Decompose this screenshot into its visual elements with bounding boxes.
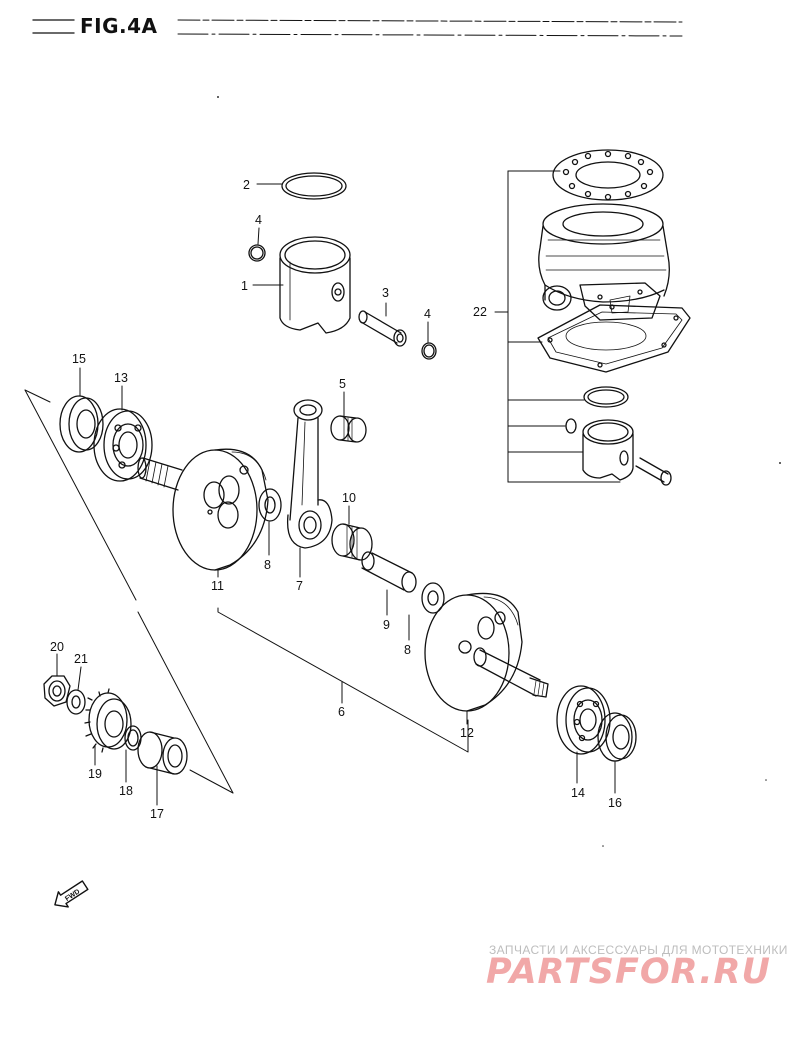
callout-13: 13	[114, 371, 128, 385]
crankshaft-right-half	[424, 592, 523, 712]
callout-19: 19	[88, 767, 102, 781]
callout-22: 22	[473, 305, 487, 319]
lock-washer	[66, 689, 86, 715]
scan-specks	[217, 96, 781, 847]
figure-title: FIG.4A	[80, 14, 158, 38]
oil-seal-right	[597, 712, 637, 762]
callout-1: 1	[241, 279, 248, 293]
assembly-frame	[24, 389, 469, 794]
callout-10: 10	[342, 491, 356, 505]
small-end-bearing	[330, 415, 367, 443]
callout-9: 9	[383, 618, 390, 632]
callout-17: 17	[150, 807, 164, 821]
callout-7: 7	[296, 579, 303, 593]
crankshaft-left-shaft	[137, 457, 183, 491]
callout-14: 14	[571, 786, 585, 800]
cylinder	[538, 203, 670, 321]
thrust-washer-right	[421, 582, 445, 614]
callout-4-lower: 4	[424, 307, 431, 321]
callout-11: 11	[211, 579, 224, 593]
callout-21: 21	[74, 652, 88, 666]
header-rules	[32, 19, 683, 37]
connecting-rod	[286, 399, 333, 549]
thrust-washer-left	[258, 488, 282, 522]
spacer	[137, 731, 188, 775]
callout-20: 20	[50, 640, 64, 654]
watermark-logo: PARTSFOR.RU	[486, 952, 771, 992]
bearing-left	[93, 408, 153, 482]
kit-piston-ring	[583, 386, 629, 408]
leader-lines	[56, 183, 616, 806]
callout-8-left: 8	[264, 558, 271, 572]
callout-16: 16	[608, 796, 622, 810]
oil-seal-left	[59, 395, 104, 453]
piston	[279, 236, 351, 334]
nut	[43, 675, 71, 707]
callout-12: 12	[460, 726, 474, 740]
callout-2: 2	[243, 178, 250, 192]
big-end-bearing	[331, 523, 373, 561]
piston-pin-clip-upper	[248, 244, 266, 262]
cylinder-base-gasket	[537, 304, 691, 373]
callout-numbers: 2 4 1 3 4 22 15 13 5 10 8 7 11 9 8 20 21…	[50, 178, 622, 821]
callout-bracket-22	[494, 170, 621, 483]
callout-4-upper: 4	[255, 213, 262, 227]
callout-18: 18	[119, 784, 133, 798]
kit-piston	[582, 419, 634, 481]
kit-pin-clip	[565, 418, 577, 434]
callout-3: 3	[382, 286, 389, 300]
piston-ring	[281, 172, 347, 200]
forward-arrow-icon: FWD	[54, 880, 89, 908]
callout-15: 15	[72, 352, 86, 366]
piston-pin-clip-lower	[421, 342, 437, 360]
crankshaft-right-shaft	[473, 647, 549, 698]
watermark-tagline: ЗАПЧАСТИ И АКСЕССУАРЫ ДЛЯ МОТОТЕХНИКИ	[489, 943, 788, 957]
cylinder-head-gasket	[552, 149, 664, 201]
bearing-right	[556, 685, 611, 755]
crank-pin	[361, 551, 417, 593]
kit-piston-pin	[635, 457, 672, 486]
callout-8-right: 8	[404, 643, 411, 657]
callout-5: 5	[339, 377, 346, 391]
crankshaft-left-half	[172, 448, 269, 571]
piston-pin	[358, 310, 407, 347]
callout-6: 6	[338, 705, 345, 719]
primary-drive-gear	[84, 688, 132, 753]
